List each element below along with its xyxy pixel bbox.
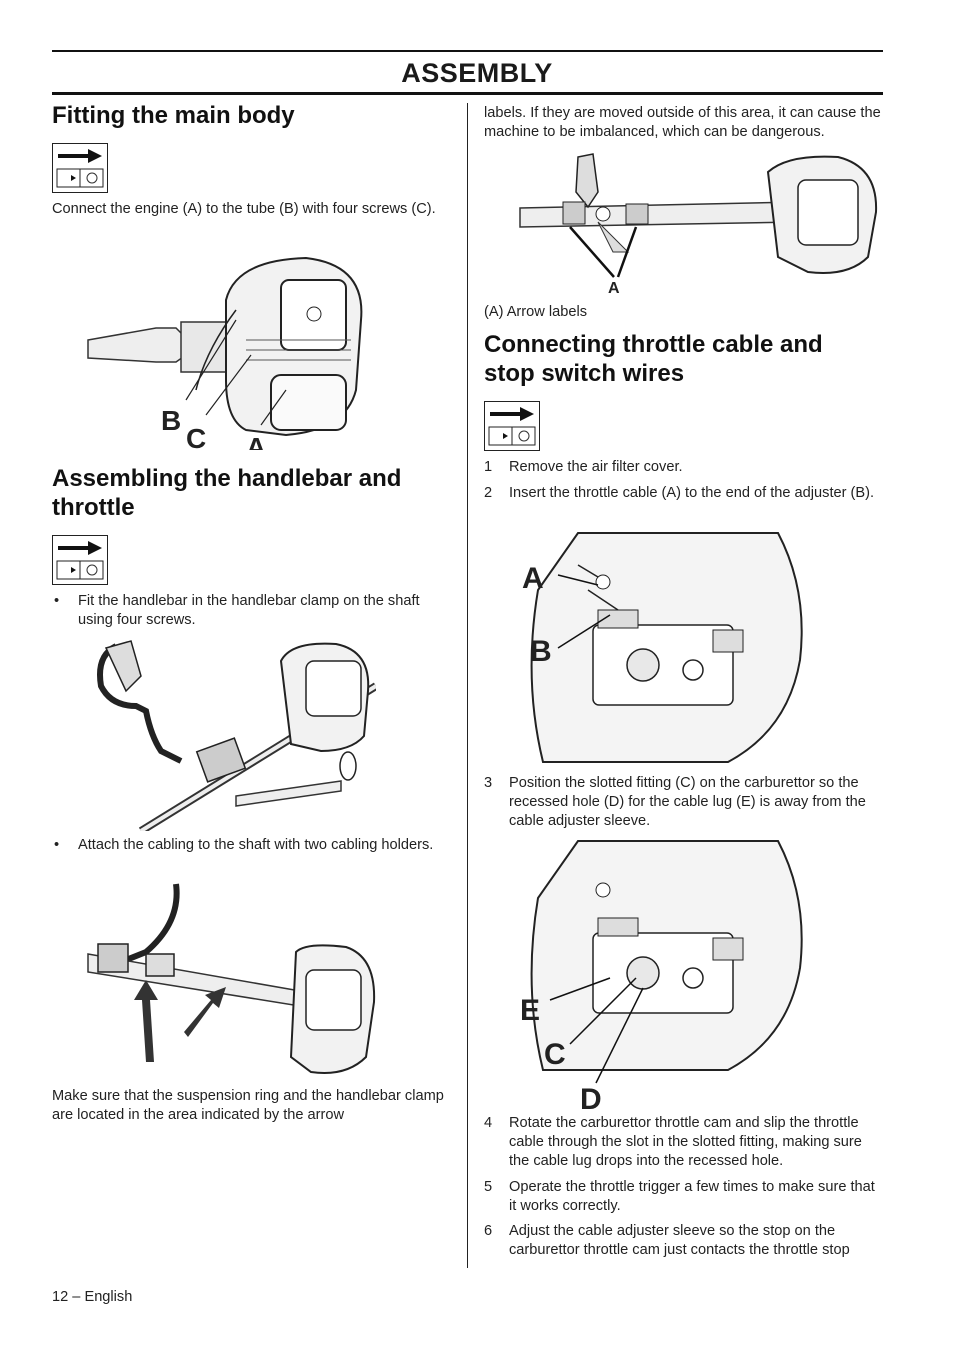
step-number: 6 <box>484 1223 493 1239</box>
figure-label-b: B <box>161 405 181 436</box>
figure-slotted-fitting: E C D <box>518 838 803 1113</box>
heading-line-2: throttle <box>52 494 135 521</box>
figure-label-c: C <box>186 423 206 450</box>
instruction-icon <box>52 535 108 585</box>
step-text: Remove the air filter cover. <box>509 459 683 475</box>
top-rule <box>52 50 883 52</box>
suspension-ring-note: Make sure that the suspension ring and t… <box>52 1088 444 1123</box>
arrow-labels-continuation: labels. If they are moved outside of thi… <box>484 105 881 140</box>
step-number: 1 <box>484 459 493 475</box>
heading-line-2: stop switch wires <box>484 360 685 387</box>
figure-arrow-labels: A <box>518 152 883 297</box>
figure-label-e: E <box>520 994 540 1027</box>
column-divider <box>467 103 468 1268</box>
instruction-icon <box>484 401 540 451</box>
instruction-icon <box>52 143 108 193</box>
figure-label-a: A <box>246 432 266 450</box>
heading-line-1: Connecting throttle cable and <box>484 331 823 358</box>
bullet-marker: • <box>54 593 60 609</box>
figure-engine-tube: B C A <box>86 250 386 450</box>
bullet-handlebar-clamp: Fit the handlebar in the handlebar clamp… <box>78 593 420 628</box>
figure-handlebar <box>86 636 376 831</box>
step-number: 3 <box>484 775 493 791</box>
step-number: 2 <box>484 485 493 501</box>
figure-label-a: A <box>608 280 620 297</box>
step-text: Operate the throttle trigger a few times… <box>509 1179 875 1214</box>
figure-label-c: C <box>544 1038 566 1071</box>
bullet-marker: • <box>54 837 60 853</box>
step-text: Adjust the cable adjuster sleeve so the … <box>509 1223 850 1258</box>
figure-label-d: D <box>580 1083 602 1113</box>
main-body-instruction: Connect the engine (A) to the tube (B) w… <box>52 201 436 217</box>
bullet-cabling-holders: Attach the cabling to the shaft with two… <box>78 837 434 853</box>
page-title: ASSEMBLY <box>401 58 553 88</box>
figure-cabling <box>86 882 376 1082</box>
section-heading-main-body: Fitting the main body <box>52 102 295 129</box>
header-rule <box>52 92 883 95</box>
heading-line-1: Assembling the handlebar and <box>52 465 402 492</box>
step-text: Insert the throttle cable (A) to the end… <box>509 485 875 501</box>
step-number: 5 <box>484 1179 493 1195</box>
figure-label-a: A <box>522 562 544 595</box>
step-text: Position the slotted fitting (C) on the … <box>509 775 866 829</box>
arrow-labels-caption: (A) Arrow labels <box>484 304 587 320</box>
figure-label-b: B <box>530 635 552 668</box>
step-text: Rotate the carburettor throttle cam and … <box>509 1115 862 1169</box>
page-footer: 12 – English <box>52 1289 133 1305</box>
figure-throttle-cable-adjuster: A B <box>518 530 803 770</box>
section-heading-handlebar: Assembling the handlebar and throttle <box>52 464 401 522</box>
step-number: 4 <box>484 1115 493 1131</box>
section-heading-throttle-cable: Connecting throttle cable and stop switc… <box>484 330 823 388</box>
